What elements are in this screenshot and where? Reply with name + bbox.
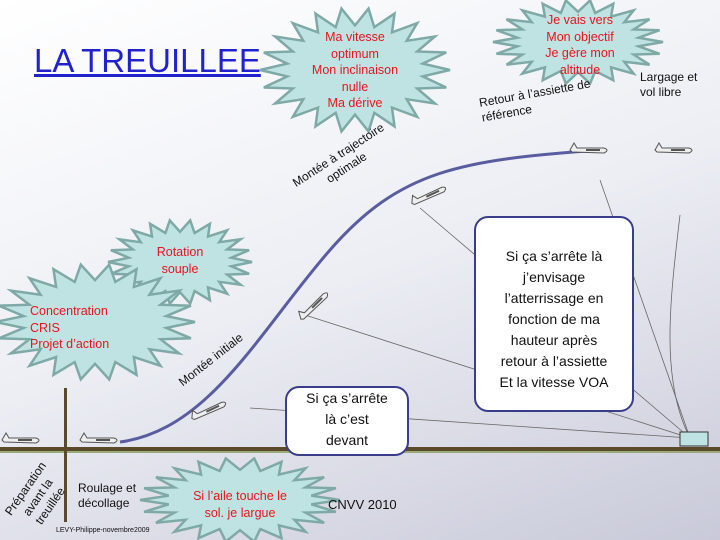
line: Si ça s’arrête là	[505, 248, 603, 264]
gliders	[1, 142, 693, 444]
burst-text-rotation: Rotation souple	[140, 244, 220, 277]
phase-divider	[64, 388, 67, 522]
line: j’envisage	[522, 269, 586, 285]
starburst-top-right	[492, 0, 664, 86]
line: Si l’aile touche le	[193, 489, 287, 503]
line: Mon objectif	[546, 29, 614, 44]
line: Ma dérive	[327, 96, 383, 110]
glider-icon	[298, 292, 329, 320]
glider-icon	[654, 142, 693, 154]
line: Roulage et	[78, 481, 137, 495]
line: devant	[325, 432, 369, 448]
label-cnvv: CNVV 2010	[328, 497, 397, 512]
line: l’atterrissage en	[504, 290, 604, 306]
glider-icon	[191, 401, 227, 420]
winch	[679, 431, 709, 447]
starburst-top-center	[259, 5, 451, 135]
line: sol. je largue	[204, 505, 276, 520]
burst-text-bottom: Si l’aile touche le sol. je largue	[175, 488, 305, 521]
box-atterrissage: Si ça s’arrête là j’envisage l’atterrissag…	[474, 216, 634, 412]
line: Si ça s’arrête	[306, 390, 388, 406]
line: Je vais vers	[547, 13, 613, 27]
line: vol libre	[640, 85, 682, 99]
starburst-concentration	[0, 262, 196, 382]
line: Et la vitesse VOA	[499, 374, 609, 390]
line: CRIS	[30, 320, 60, 335]
line: Ma vitesse	[325, 30, 385, 44]
starbursts	[0, 0, 664, 540]
trajectory-curve	[119, 148, 601, 444]
line: Concentration	[30, 304, 108, 318]
line: décollage	[78, 496, 130, 510]
line: optimum	[331, 46, 379, 61]
page-title: LA TREUILLEE	[34, 42, 261, 79]
line: nulle	[341, 79, 369, 94]
box-devant: Si ça s’arrête là c’est devant	[285, 386, 409, 456]
line: hauteur après	[510, 332, 598, 348]
line: fonction de ma	[508, 311, 600, 327]
line: Largage et	[640, 70, 698, 84]
line: Mon inclinaison	[311, 63, 399, 77]
starburst-bottom	[139, 456, 341, 540]
line: souple	[161, 261, 199, 276]
line: altitude	[559, 62, 601, 77]
glider-icon	[411, 186, 447, 205]
glider-icon	[79, 432, 118, 444]
line: retour à l’assiette	[500, 353, 608, 369]
line: Je gère mon	[545, 46, 615, 60]
glider-icon	[569, 142, 608, 154]
author-footer: LEVY-Philippe-novembre2009	[56, 527, 150, 534]
line: Projet d’action	[30, 337, 110, 351]
line: là c’est	[325, 411, 369, 427]
line: Rotation	[156, 245, 204, 259]
glider-icon	[1, 432, 40, 444]
